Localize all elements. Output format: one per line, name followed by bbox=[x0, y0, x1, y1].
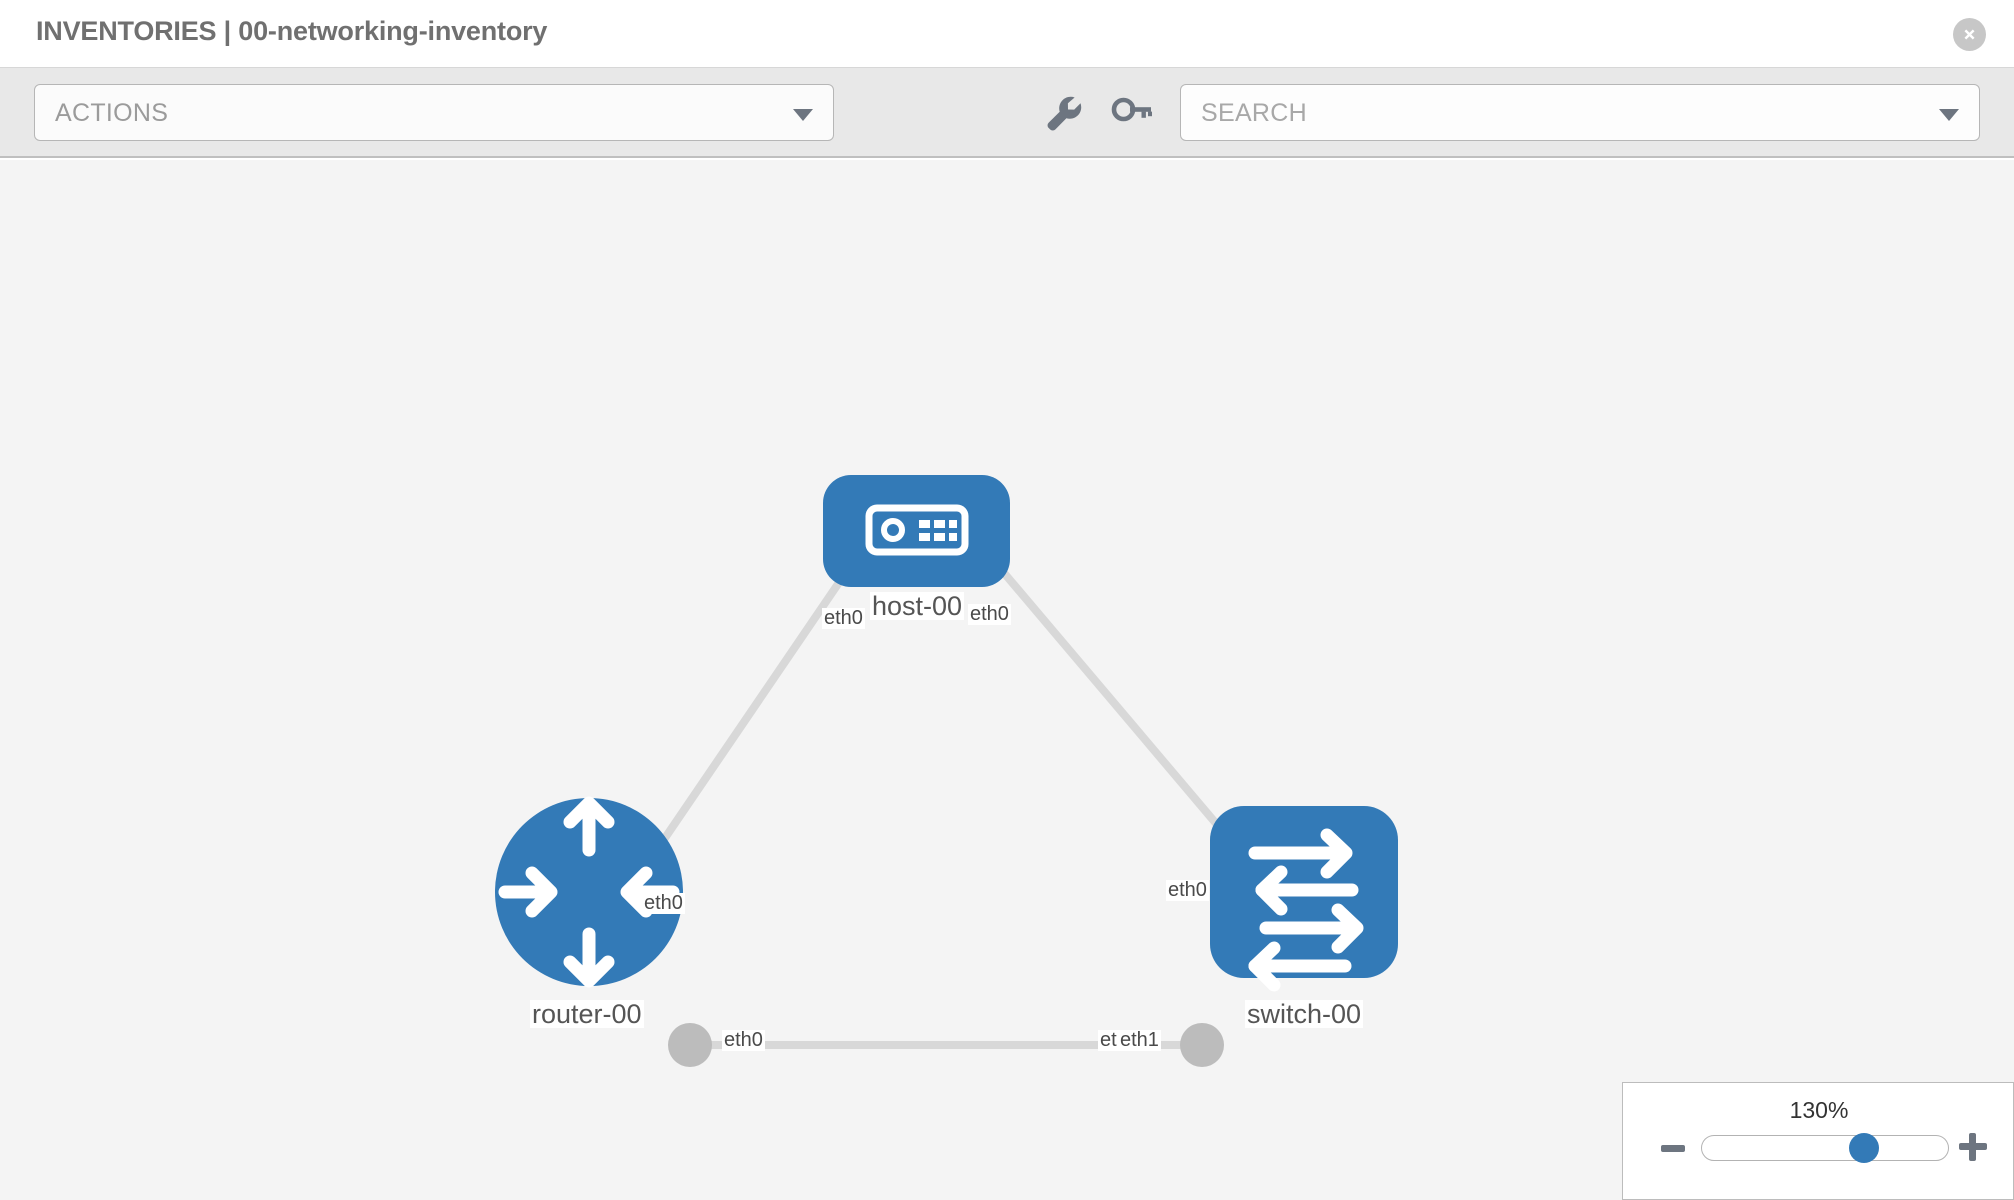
iface-label-router00-up: eth0 bbox=[642, 892, 685, 914]
node-router-00 bbox=[495, 796, 683, 988]
close-icon[interactable] bbox=[1953, 18, 1986, 51]
plus-icon[interactable] bbox=[1959, 1133, 1987, 1161]
handle-switch00-left bbox=[1180, 1023, 1224, 1067]
actions-dropdown[interactable]: ACTIONS bbox=[34, 84, 834, 141]
topology-graph bbox=[495, 475, 1398, 1067]
server-device-icon bbox=[865, 504, 969, 556]
actions-dropdown-label: ACTIONS bbox=[55, 99, 169, 127]
page-header: INVENTORIES | 00-networking-inventory bbox=[0, 0, 2014, 68]
iface-label-router00-right: eth0 bbox=[722, 1029, 765, 1051]
node-label-host-00: host-00 bbox=[870, 591, 965, 621]
node-label-router-00: router-00 bbox=[530, 999, 644, 1029]
zoom-level-value: 130% bbox=[1789, 1097, 1849, 1123]
chevron-down-icon bbox=[793, 109, 813, 121]
key-icon[interactable] bbox=[1108, 90, 1154, 136]
zoom-slider-thumb[interactable] bbox=[1849, 1133, 1879, 1163]
router-arrows-icon bbox=[498, 796, 680, 988]
handle-router00-right bbox=[668, 1023, 712, 1067]
search-placeholder: SEARCH bbox=[1201, 99, 1307, 127]
zoom-slider-track[interactable] bbox=[1701, 1135, 1949, 1161]
node-label-switch-00: switch-00 bbox=[1245, 999, 1364, 1029]
topology-canvas[interactable]: host-00 router-00 switch-00 eth0 eth0 et… bbox=[0, 160, 2014, 1200]
node-switch-00 bbox=[1210, 806, 1398, 992]
minus-icon[interactable] bbox=[1661, 1145, 1685, 1152]
switch-arrows-icon bbox=[1248, 828, 1364, 992]
node-host-00 bbox=[823, 475, 1010, 587]
search-input[interactable]: SEARCH bbox=[1180, 84, 1980, 141]
iface-label-switch00-up: eth0 bbox=[1166, 879, 1209, 901]
chevron-down-icon bbox=[1939, 109, 1959, 121]
iface-label-switch00-left-eth1: eth1 bbox=[1118, 1029, 1161, 1051]
wrench-icon[interactable] bbox=[1040, 90, 1086, 136]
page-title: INVENTORIES | 00-networking-inventory bbox=[36, 16, 548, 46]
zoom-control-panel: 130% bbox=[1622, 1082, 2014, 1200]
iface-label-host00-left: eth0 bbox=[822, 607, 865, 629]
iface-label-host00-right: eth0 bbox=[968, 603, 1011, 625]
